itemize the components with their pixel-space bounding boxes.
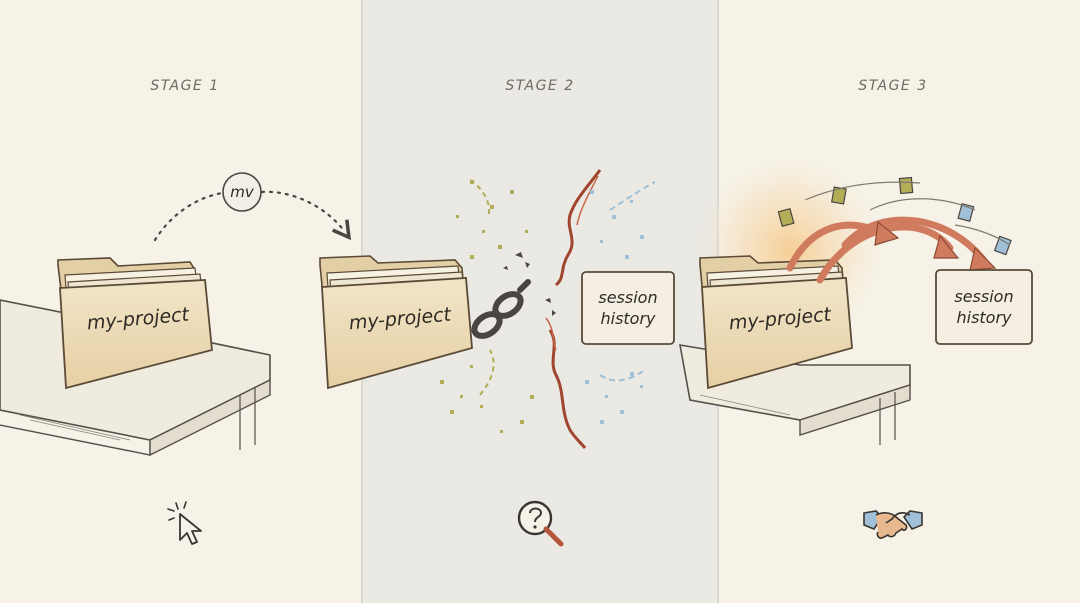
stage-3-folder <box>699 255 853 390</box>
stage-3-session-box <box>935 269 1033 345</box>
motion-lines <box>804 181 1011 246</box>
stage-1-folder <box>57 257 213 390</box>
magnifier-question-icon <box>517 500 564 547</box>
stage-3-session-line1: session <box>954 287 1014 306</box>
cursor-click-icon <box>167 501 202 545</box>
stage-2-session-label: session history <box>582 287 674 329</box>
torn-wires <box>545 169 602 449</box>
broken-chain <box>471 279 531 339</box>
mv-command-label: mv <box>230 183 254 201</box>
stage-3-label: STAGE 3 <box>858 78 928 94</box>
handshake-icon <box>863 510 923 539</box>
stage-2-folder <box>319 255 473 390</box>
flying-files <box>777 176 1012 256</box>
stage-2-session-line2: history <box>600 309 656 328</box>
blue-scatter <box>585 190 644 424</box>
stage-3-session-label: session history <box>938 286 1030 328</box>
stage-2-session-box <box>581 271 675 345</box>
stage-2-label: STAGE 2 <box>505 78 575 94</box>
transfer-arrowheads <box>874 220 997 271</box>
stage-1-label: STAGE 1 <box>150 78 220 94</box>
mv-badge <box>222 172 262 212</box>
stage-2-session-line1: session <box>598 288 658 307</box>
stage-3-session-line2: history <box>956 308 1012 327</box>
chain-fragments <box>503 252 556 316</box>
